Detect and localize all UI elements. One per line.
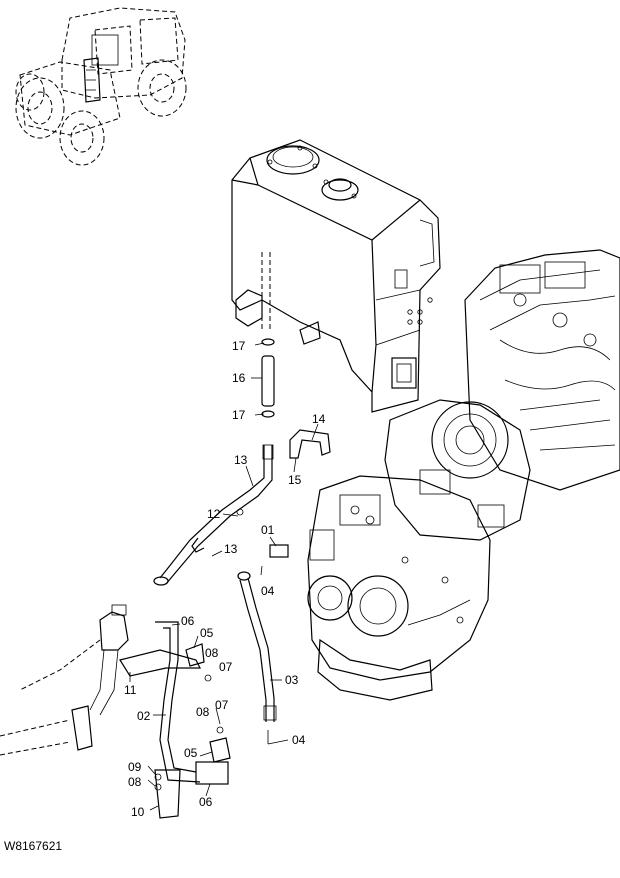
callout-17-upper: 17 <box>232 339 246 353</box>
callout-15: 15 <box>288 473 302 487</box>
callout-04-lower: 04 <box>292 733 306 747</box>
hose-03 <box>237 544 289 744</box>
leader-lines <box>129 342 319 811</box>
callout-08-upper: 08 <box>205 646 219 660</box>
callout-04-upper: 04 <box>261 584 275 598</box>
callout-17-lower: 17 <box>232 408 246 422</box>
callout-11: 11 <box>124 683 137 697</box>
hydraulic-tank <box>231 139 441 413</box>
callout-09: 09 <box>128 760 142 774</box>
callout-05-lower: 05 <box>184 746 198 760</box>
locator-vehicle-thumbnail <box>15 7 187 166</box>
callout-03: 03 <box>285 673 299 687</box>
callout-06-lower: 06 <box>199 795 213 809</box>
callout-13-lower: 13 <box>224 542 238 556</box>
drawing-reference-number: W8167621 <box>4 839 62 853</box>
callout-12: 12 <box>207 507 221 521</box>
transmission-assembly <box>307 249 620 701</box>
callout-06-upper: 06 <box>181 614 195 628</box>
callout-05-upper: 05 <box>200 626 214 640</box>
callout-13-upper: 13 <box>234 453 248 467</box>
pump-hose-left <box>0 604 129 756</box>
callout-labels: 17 16 17 14 13 15 12 13 01 04 06 05 08 0… <box>124 339 326 819</box>
callout-07-middle: 07 <box>215 698 229 712</box>
callout-07-upper: 07 <box>219 660 233 674</box>
callout-14: 14 <box>312 412 326 426</box>
callout-16: 16 <box>232 371 246 385</box>
callout-01: 01 <box>261 523 275 537</box>
upper-suction-line <box>153 338 331 586</box>
callout-02: 02 <box>137 709 151 723</box>
callout-08-middle: 08 <box>196 705 210 719</box>
callout-10: 10 <box>131 805 145 819</box>
lower-pipe-assembly <box>119 621 231 819</box>
callout-08-lower: 08 <box>128 775 142 789</box>
